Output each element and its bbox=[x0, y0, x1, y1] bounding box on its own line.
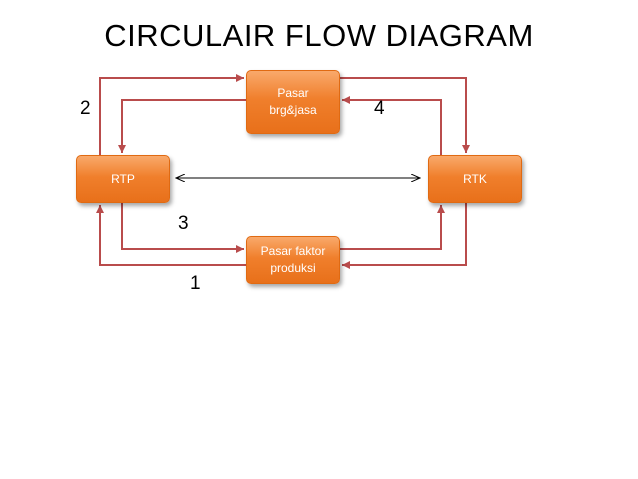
node-rtk: RTK bbox=[428, 155, 522, 203]
arrow-pasar-barang-to-rtk bbox=[340, 77, 470, 153]
arrow-rtk-to-pasar-barang bbox=[342, 96, 442, 155]
node-rtk-label: RTK bbox=[463, 171, 487, 186]
arrow-rtk-to-pasar-faktor bbox=[342, 203, 467, 269]
flow-number-2: 2 bbox=[80, 98, 91, 119]
flow-number-3: 3 bbox=[178, 213, 189, 234]
diagram-title: CIRCULAIR FLOW DIAGRAM bbox=[104, 18, 534, 53]
arrow-rtp-to-pasar-faktor bbox=[121, 203, 244, 253]
flow-number-4: 4 bbox=[374, 98, 385, 119]
node-rtp: RTP bbox=[76, 155, 170, 203]
node-rtp-label: RTP bbox=[111, 171, 135, 186]
node-pasar-barang-jasa: Pasar brg&jasa bbox=[246, 70, 340, 134]
node-pasar-faktor-produksi: Pasar faktor produksi bbox=[246, 236, 340, 284]
node-pasar-faktor-produksi-label: Pasar faktor produksi bbox=[260, 244, 326, 275]
arrow-pasar-barang-to-rtp bbox=[118, 99, 246, 153]
arrow-rtp-to-pasar-barang bbox=[99, 74, 244, 155]
arrow-pasar-faktor-to-rtp bbox=[96, 205, 246, 266]
node-pasar-barang-jasa-label: Pasar brg&jasa bbox=[269, 86, 317, 117]
flow-number-1: 1 bbox=[190, 273, 201, 294]
arrow-pasar-faktor-to-rtk bbox=[340, 205, 445, 250]
